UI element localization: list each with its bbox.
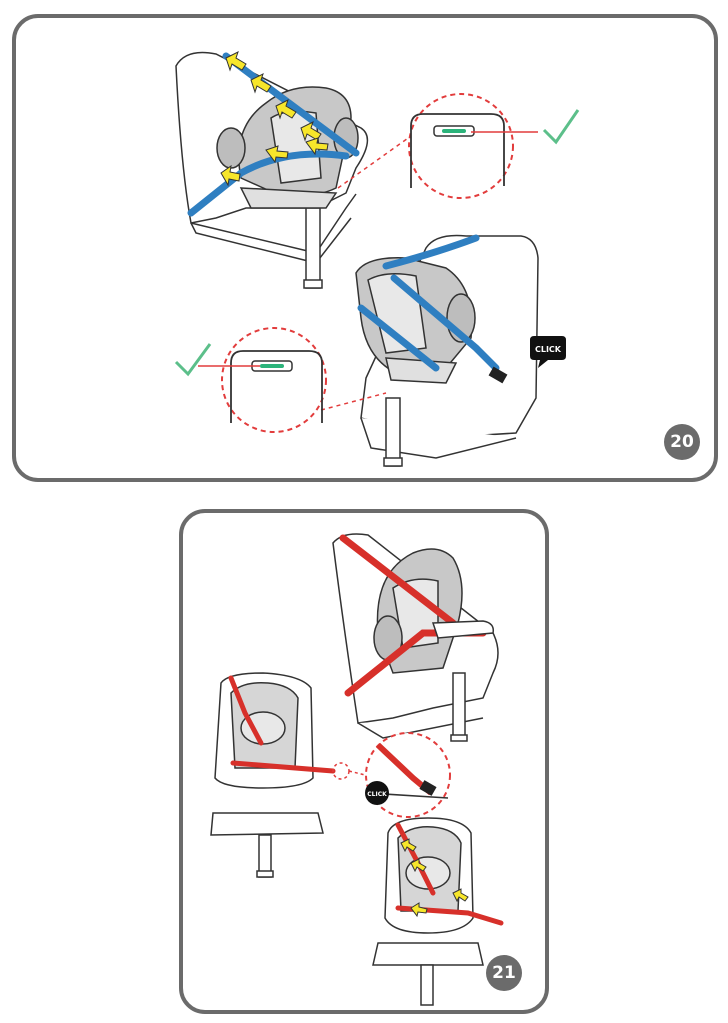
support-leg-2 [383,397,403,467]
click-label-1: CLICK [535,345,562,354]
step-20-panel: CLICK 20 [12,14,718,482]
green-indicator-1 [442,129,466,133]
tension-arrows-2 [400,838,469,918]
buckle-2 [488,366,508,384]
indicator-zoom-1 [408,93,538,199]
step-20-illustration: CLICK [174,51,580,467]
click-label-2: CLICK [367,791,387,798]
support-leg-4 [256,834,274,878]
step-21-panel: CLICK 21 [179,509,549,1014]
click-bubble-2: CLICK [365,781,389,805]
support-leg-1 [303,207,323,289]
zoom-link-1 [337,135,412,189]
seat-belt-4 [228,675,336,774]
tension-arrows-1 [220,51,329,187]
indicator-zoom-2 [198,327,327,433]
hand-icon [431,620,495,639]
checkmark-icon [542,109,580,145]
step-21-illustration: CLICK [210,533,504,1006]
zoom-link-3 [348,770,366,776]
click-bubble-1: CLICK [530,336,566,368]
seat-belt-2 [357,234,500,372]
zoom-link-2 [320,392,387,411]
support-leg-5 [420,964,434,1006]
step-number-badge: 20 [664,424,700,460]
front-view-child-seat-1 [230,681,299,769]
green-indicator-2 [260,364,284,368]
support-leg-3 [450,672,468,742]
step-number-badge: 21 [486,955,522,991]
checkmark-icon [174,343,212,377]
